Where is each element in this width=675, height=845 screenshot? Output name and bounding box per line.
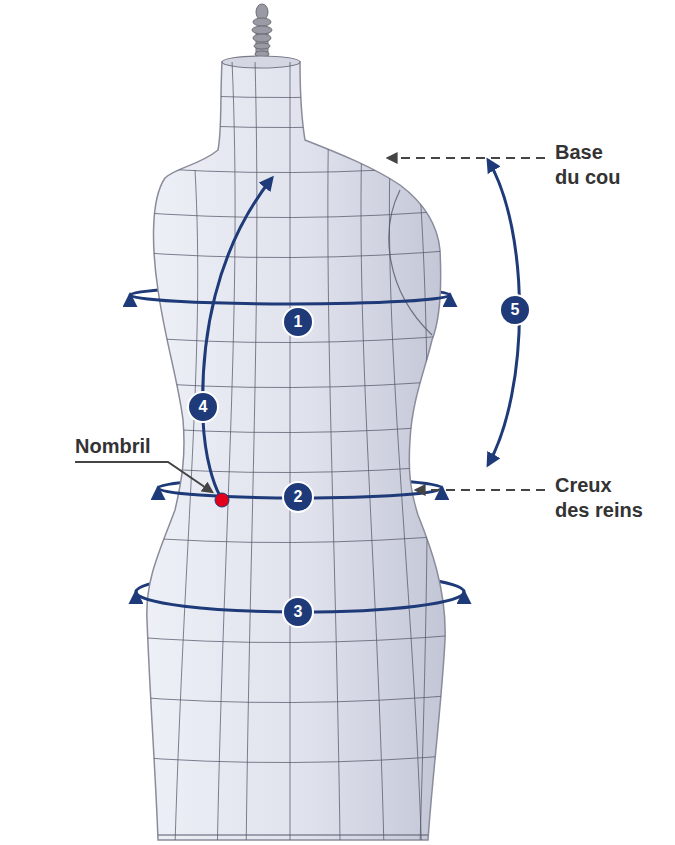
part-label: Creux des reins [555,473,647,523]
callout-number: 3 [282,596,314,628]
part-label: Nombril [75,434,151,459]
callout-number: 4 [187,391,219,423]
callout-number: 5 [499,294,531,326]
callout-number: 1 [282,306,314,338]
part-label: Base du cou [555,140,625,190]
callout-number: 2 [282,481,314,513]
